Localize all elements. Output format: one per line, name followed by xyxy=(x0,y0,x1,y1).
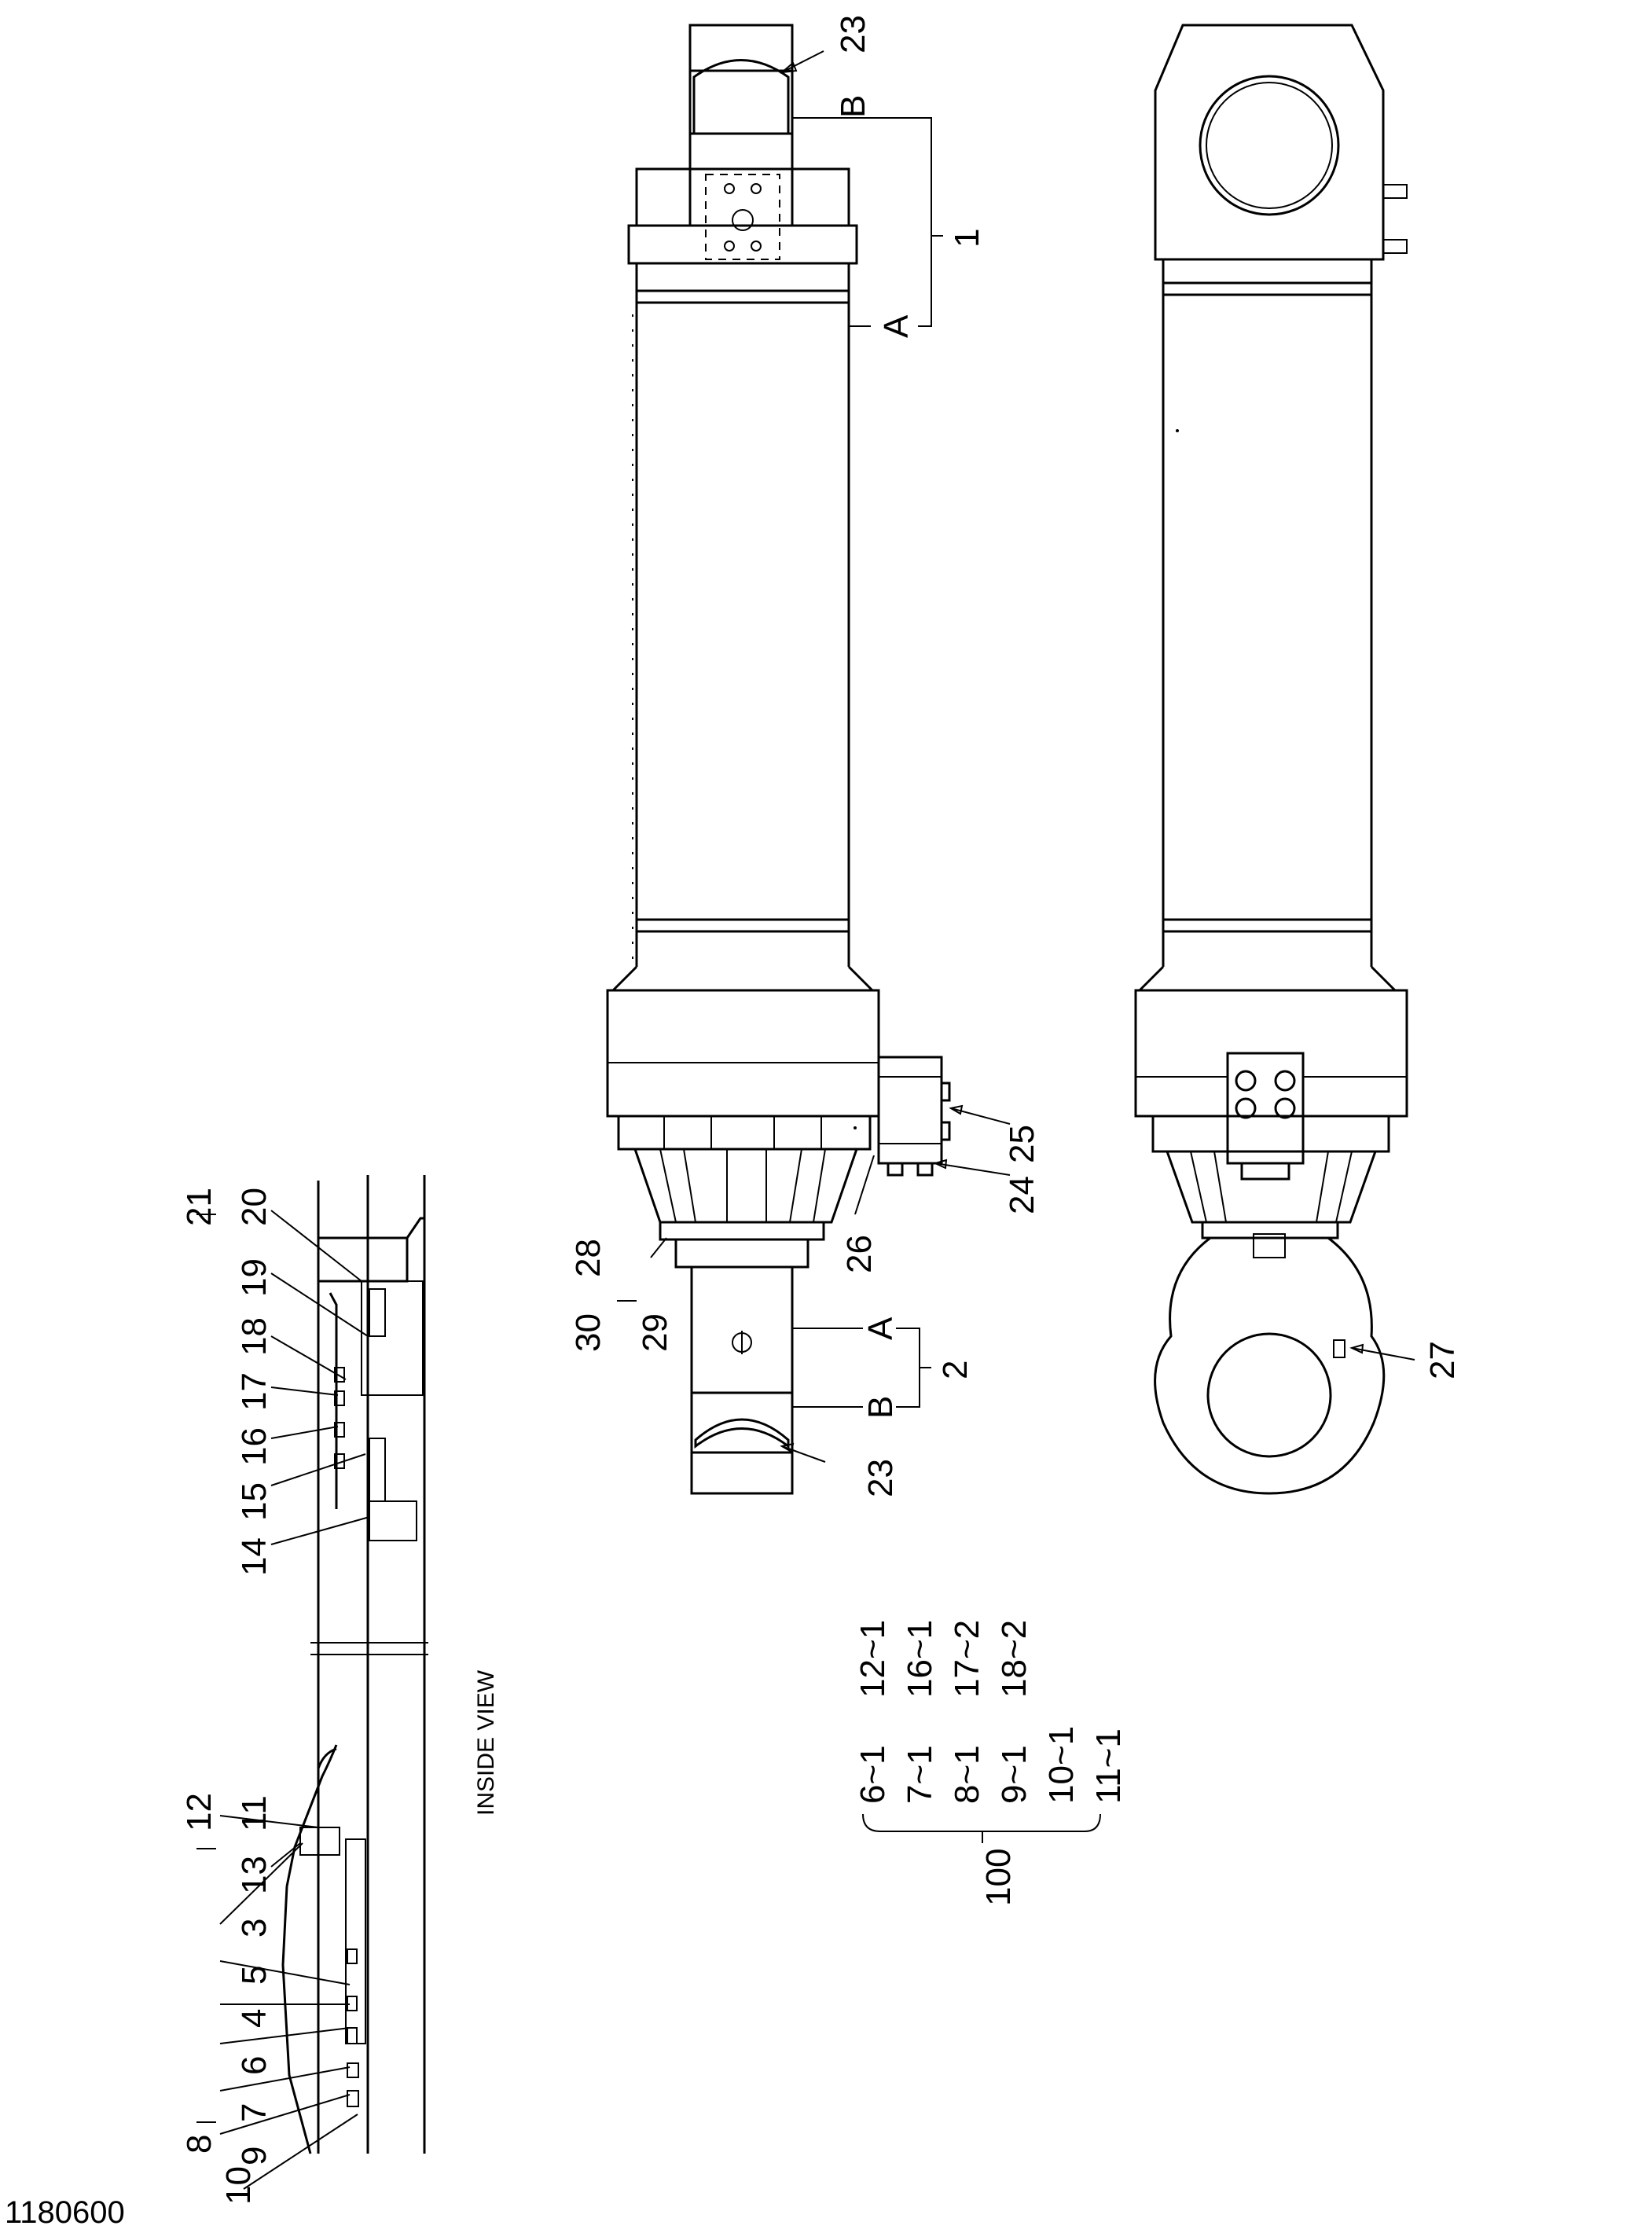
kit-item-17: 17~2 xyxy=(948,1620,986,1698)
callout-24: 24 xyxy=(1003,1176,1041,1214)
callout-27: 27 xyxy=(1423,1341,1462,1379)
callout-4: 4 xyxy=(235,2009,273,2028)
kit-item-18: 18~2 xyxy=(995,1620,1033,1698)
callout-13: 13 xyxy=(235,1856,273,1894)
kit-item-10: 10~1 xyxy=(1042,1726,1081,1804)
callout-23-bottom: 23 xyxy=(861,1459,900,1497)
callout-8: 8 xyxy=(180,2135,218,2154)
kit-item-11: 11~1 xyxy=(1089,1728,1128,1804)
callout-7: 7 xyxy=(235,2103,273,2122)
kit-item-12: 12~1 xyxy=(854,1620,892,1698)
callout-labels: 23 B 1 A 25 24 26 28 29 30 A 2 B 23 27 2… xyxy=(5,15,1462,2230)
callout-29: 29 xyxy=(636,1313,674,1352)
drawing-number: 1180600 xyxy=(5,2195,125,2229)
callout-18: 18 xyxy=(235,1317,273,1356)
callout-20: 20 xyxy=(235,1188,273,1226)
kit-item-8: 8~1 xyxy=(948,1745,986,1804)
kit-item-7: 7~1 xyxy=(901,1745,939,1804)
callout-21: 21 xyxy=(180,1188,218,1226)
cylinder-front-view xyxy=(1134,24,1408,1495)
callout-26: 26 xyxy=(840,1235,879,1273)
leader-lines xyxy=(219,50,1415,2190)
callout-10: 10 xyxy=(219,2166,258,2205)
callout-30: 30 xyxy=(569,1313,608,1352)
callout-28: 28 xyxy=(569,1239,608,1277)
callout-17: 17 xyxy=(235,1372,273,1411)
kit-item-9: 9~1 xyxy=(995,1745,1033,1804)
callout-9: 9 xyxy=(235,2147,273,2165)
callout-14: 14 xyxy=(235,1537,273,1576)
inside-section-view xyxy=(281,1175,428,2154)
callout-6: 6 xyxy=(235,2056,273,2075)
callout-b-bottom: B xyxy=(861,1396,900,1419)
callout-5: 5 xyxy=(235,1966,273,1985)
callout-a-top: A xyxy=(877,314,916,338)
cylinder-top-view xyxy=(606,24,951,1495)
callout-12: 12 xyxy=(180,1793,218,1831)
callout-15: 15 xyxy=(235,1482,273,1521)
callout-16: 16 xyxy=(235,1427,273,1466)
kit-item-16: 16~1 xyxy=(901,1620,939,1698)
callout-23-top: 23 xyxy=(834,15,872,53)
callout-2: 2 xyxy=(936,1361,975,1379)
callout-a-bottom: A xyxy=(861,1317,900,1340)
callout-25: 25 xyxy=(1003,1125,1041,1163)
callout-b-top: B xyxy=(834,95,872,118)
callout-11: 11 xyxy=(235,1795,273,1831)
inside-view-label: INSIDE VIEW xyxy=(473,1669,499,1816)
kit-number: 100 xyxy=(979,1849,1018,1906)
callout-1: 1 xyxy=(948,229,986,248)
kit-item-6: 6~1 xyxy=(854,1745,892,1804)
callout-3: 3 xyxy=(235,1919,273,1937)
callout-19: 19 xyxy=(235,1258,273,1297)
